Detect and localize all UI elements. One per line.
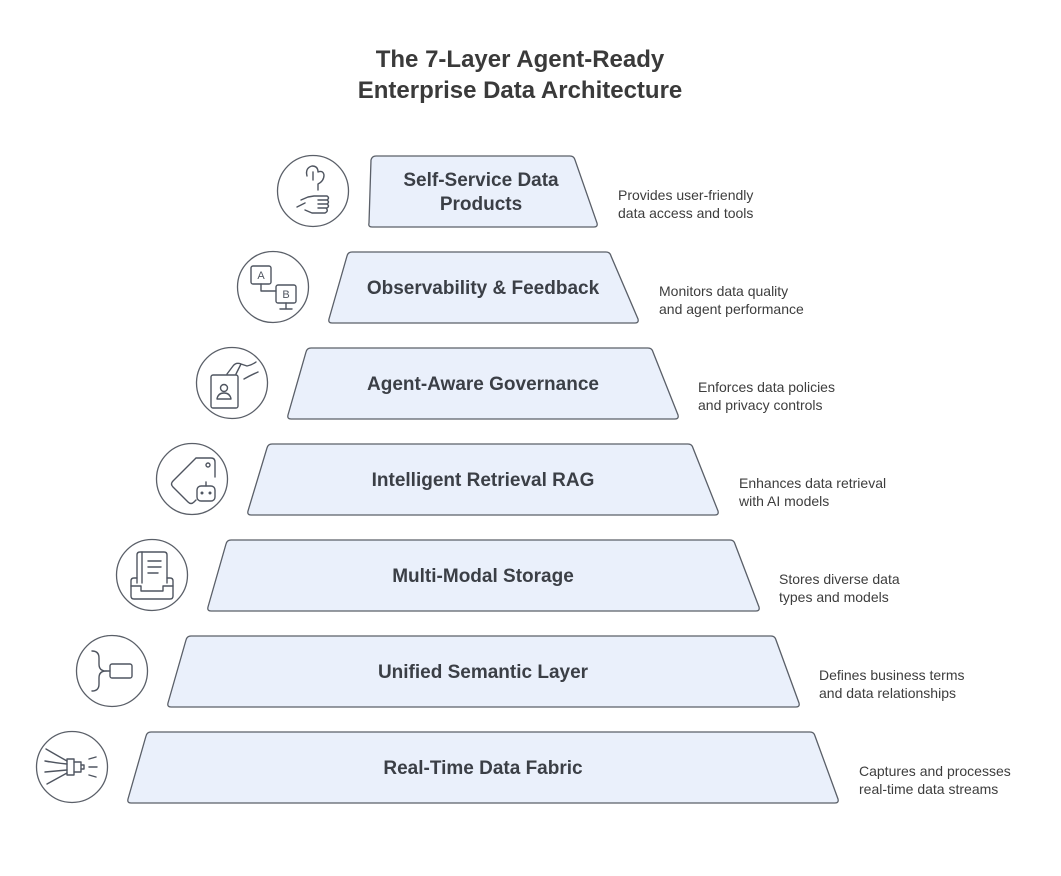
layer-label: Real-Time Data Fabric	[383, 758, 583, 779]
description-intelligent-retrieval-rag: Enhances data retrieval with AI models	[739, 475, 887, 509]
description-observability-feedback: Monitors data quality and agent performa…	[659, 283, 804, 317]
layer-label: Self-Service Data	[403, 170, 559, 191]
layer-shape	[167, 635, 800, 708]
layer-observability-feedback: Observability & Feedback A B	[236, 250, 639, 324]
layer-shape	[127, 731, 839, 804]
svg-text:A: A	[257, 270, 265, 282]
bracket-node-icon	[75, 634, 149, 708]
ab-test-icon: A B	[236, 250, 310, 324]
layer-label: Agent-Aware Governance	[367, 374, 599, 395]
layer-multi-modal-storage: Multi-Modal Storage	[115, 538, 760, 612]
title-line-1: The 7-Layer Agent-Ready	[375, 46, 665, 73]
layer-self-service-data-products: Self-Service Data Products	[276, 154, 598, 228]
description-multi-modal-storage: Stores diverse data types and models	[779, 571, 900, 605]
layer-label: Unified Semantic Layer	[378, 662, 589, 683]
layer-shape	[247, 443, 719, 516]
layer-shape	[287, 347, 679, 420]
description-real-time-data-fabric: Captures and processes real-time data st…	[859, 763, 1011, 797]
description-agent-aware-governance: Enforces data policies and privacy contr…	[698, 379, 835, 413]
description-self-service-data-products: Provides user-friendly data access and t…	[618, 187, 754, 221]
layer-label: Products	[440, 194, 522, 215]
document-tray-icon	[115, 538, 189, 612]
diagram-title: The 7-Layer Agent-Ready Enterprise Data …	[0, 44, 1040, 106]
data-stream-plug-icon	[35, 730, 109, 804]
layer-shape	[328, 251, 639, 324]
layer-agent-aware-governance: Agent-Aware Governance	[195, 346, 679, 420]
svg-text:B: B	[282, 289, 289, 301]
layer-label: Multi-Modal Storage	[392, 566, 574, 587]
layer-shape	[368, 155, 598, 228]
layer-unified-semantic-layer: Unified Semantic Layer	[75, 634, 800, 708]
layer-label: Intelligent Retrieval RAG	[372, 470, 595, 491]
layer-intelligent-retrieval-rag: Intelligent Retrieval RAG	[155, 442, 719, 516]
id-card-hand-icon	[195, 346, 269, 420]
layer-shape	[207, 539, 760, 612]
description-unified-semantic-layer: Defines business terms and data relation…	[819, 667, 965, 701]
tag-robot-icon	[155, 442, 229, 516]
layer-label: Observability & Feedback	[367, 278, 600, 299]
layer-real-time-data-fabric: Real-Time Data Fabric	[35, 730, 839, 804]
title-line-2: Enterprise Data Architecture	[357, 77, 683, 104]
thumbs-up-wrench-icon	[276, 154, 350, 228]
